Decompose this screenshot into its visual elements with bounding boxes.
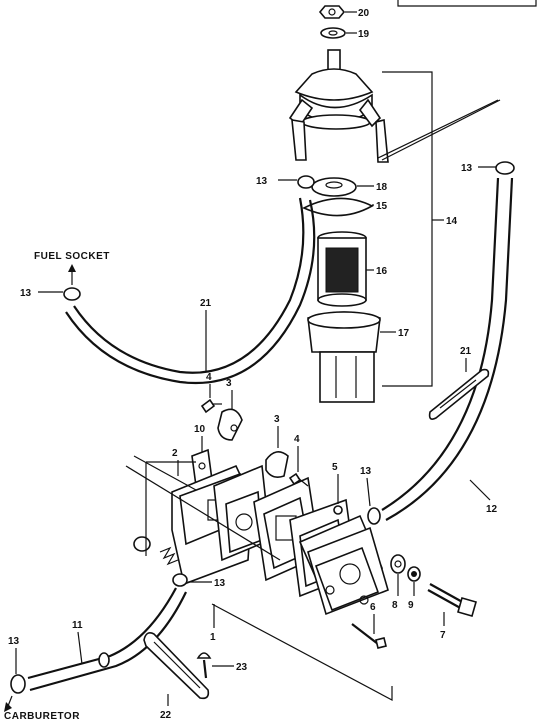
- screw-part-4-left: [200, 398, 222, 414]
- carburetor-arrow: [4, 695, 13, 712]
- fuel-socket-caption: FUEL SOCKET: [34, 251, 110, 262]
- fuel-pump-body: [171, 464, 389, 616]
- label-2: 2: [172, 448, 178, 459]
- label-3-left: 3: [226, 378, 232, 389]
- label-22: 22: [160, 710, 172, 721]
- strap-part-22: [143, 632, 210, 700]
- label-20: 20: [358, 8, 370, 19]
- label-13-top-right: 13: [461, 163, 473, 174]
- filter-housing-cover: [288, 49, 389, 163]
- top-frame-corner: [397, 0, 537, 7]
- label-11: 11: [72, 620, 83, 631]
- label-12: 12: [486, 504, 498, 515]
- carburetor-caption: CARBURETOR: [4, 711, 80, 722]
- fuel-socket-arrow: [68, 264, 76, 285]
- label-15: 15: [376, 201, 388, 212]
- fuel-hose-part-12: [381, 177, 514, 521]
- bolt-part-7: [427, 583, 477, 617]
- label-13-carburetor: 13: [8, 636, 20, 647]
- hose-clip-13-top-right: [495, 161, 515, 175]
- label-13-pump-right: 13: [360, 466, 372, 477]
- label-10: 10: [194, 424, 206, 435]
- label-4-right: 4: [294, 434, 300, 445]
- label-21-left: 21: [200, 298, 212, 309]
- leader-line-housing: [377, 99, 499, 159]
- label-7: 7: [440, 630, 446, 641]
- label-3-right: 3: [274, 414, 280, 425]
- plate-part-3-right: [265, 451, 289, 478]
- label-23: 23: [236, 662, 248, 673]
- label-6: 6: [370, 602, 376, 613]
- gasket-part-18: [311, 177, 357, 197]
- strap-part-21-right: [428, 368, 490, 420]
- label-5: 5: [332, 462, 338, 473]
- leader-line-pump-upper: [133, 455, 197, 491]
- leader-line-pump-left: [125, 465, 281, 561]
- hose-clip-13-pump-right: [367, 507, 381, 525]
- hose-clip-13-top-left: [297, 175, 315, 189]
- label-4-left: 4: [206, 372, 212, 383]
- oring-part-15: [302, 197, 374, 217]
- hose-clip-13-pump-left: [172, 573, 188, 587]
- washer-part-8: [390, 554, 406, 574]
- label-18: 18: [376, 182, 388, 193]
- label-1: 1: [210, 632, 216, 643]
- hose-clip-13-fuel-socket: [63, 287, 81, 301]
- plate-part-3-left: [217, 408, 243, 441]
- washer-part-9: [407, 566, 421, 582]
- washer-part-19: [320, 27, 346, 39]
- label-13-pump-left: 13: [214, 578, 226, 589]
- label-13-fuel-socket: 13: [20, 288, 32, 299]
- leader-line-box-top: [381, 99, 501, 161]
- label-9: 9: [408, 600, 414, 611]
- fuel-hose-part-11: [27, 587, 187, 692]
- screw-part-4-right: [288, 472, 309, 487]
- label-17: 17: [398, 328, 410, 339]
- hose-clip-13-carburetor: [10, 674, 26, 694]
- screw-part-23: [196, 652, 212, 679]
- label-8: 8: [392, 600, 398, 611]
- fuel-hose-part-21-left: [65, 197, 316, 385]
- leader-bracket-14: [382, 71, 444, 387]
- nut-part-20: [318, 5, 346, 19]
- screw-part-6: [351, 623, 387, 649]
- label-16: 16: [376, 266, 388, 277]
- washer-part-5: [333, 505, 343, 515]
- filter-cup-part-17: [307, 311, 381, 403]
- spring-part: [159, 546, 179, 566]
- filter-element-part-16: [317, 231, 367, 307]
- label-21-right: 21: [460, 346, 472, 357]
- seal-ring-part: [133, 536, 151, 552]
- label-19: 19: [358, 29, 370, 40]
- label-14: 14: [446, 216, 458, 227]
- label-13-upper-left: 13: [256, 176, 268, 187]
